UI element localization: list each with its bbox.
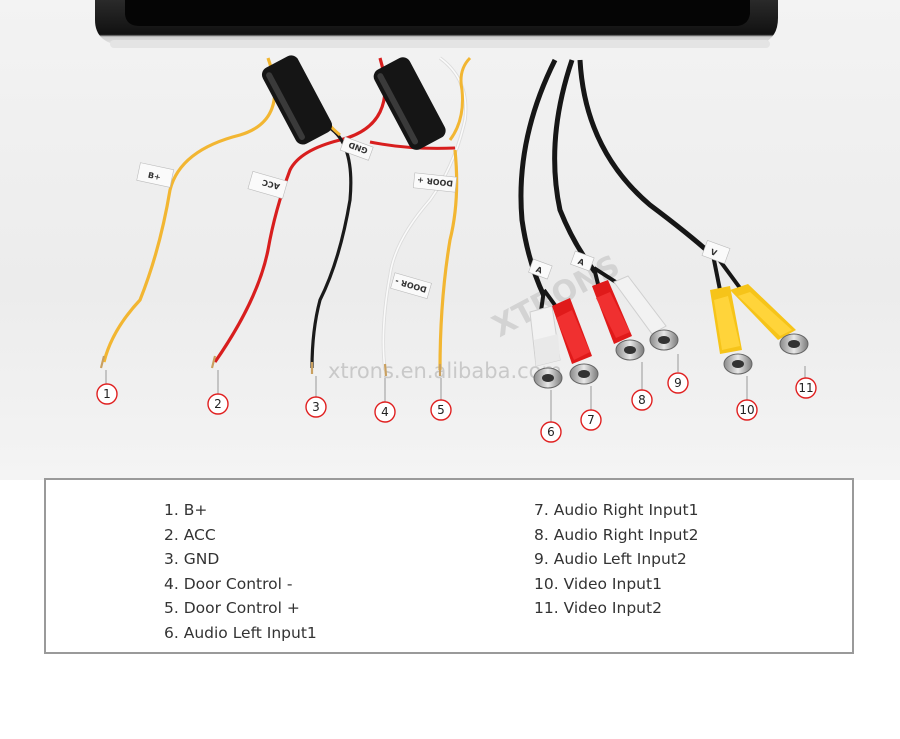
tag-door-minus: DOOR -: [390, 272, 432, 300]
callout-label-5: 5: [437, 403, 445, 417]
callout-3: [305, 396, 327, 418]
callout-label-10: 10: [739, 403, 754, 417]
legend-item: 10. Video Input1: [534, 574, 662, 593]
tag-gnd: GND: [339, 136, 374, 161]
svg-text:A: A: [577, 257, 587, 268]
legend-item: 11. Video Input2: [534, 599, 662, 617]
legend-item: 9. Audio Left Input2: [534, 550, 687, 568]
video-cable: [577, 59, 714, 257]
wire-gnd: [310, 126, 353, 369]
wire-tips: [99, 355, 442, 377]
legend-item: 7. Audio Right Input1: [534, 501, 699, 519]
rca-plug-audio-left-2: [613, 275, 679, 351]
fuse-holder-2: [373, 57, 446, 150]
svg-text:A: A: [535, 265, 545, 276]
wire-b-plus: [102, 57, 277, 363]
callout-label-6: 6: [547, 425, 555, 439]
callouts: [105, 354, 806, 422]
legend-item: 4. Door Control -: [164, 574, 293, 593]
tag-door-plus: DOOR +: [412, 172, 457, 193]
callout-4: [374, 401, 396, 423]
callout-label-3: 3: [312, 400, 320, 414]
rca-plug-video-2: [730, 284, 809, 355]
callout-1: [96, 383, 118, 405]
legend-item: 3. GND: [164, 550, 220, 568]
callout-label-4: 4: [381, 405, 389, 419]
callout-label-8: 8: [638, 393, 646, 407]
rca-plug-audio-right-2: [592, 280, 645, 361]
watermark-url: xtrons.en.alibaba.com: [328, 359, 562, 383]
device-body: [95, 0, 778, 48]
callout-10: [736, 399, 758, 421]
audio-cable-2: [552, 59, 597, 274]
wire-door-plus: [448, 56, 472, 141]
svg-text:DOOR +: DOOR +: [417, 175, 454, 188]
rca-plug-video-1: [710, 286, 753, 375]
svg-text:V: V: [709, 247, 719, 258]
rca-plug-audio-right-1: [552, 298, 599, 385]
wiring-photo: XTRONS xtrons.en.alibaba.com B+ ACC: [0, 0, 900, 480]
callout-label-7: 7: [587, 413, 595, 427]
wiring-diagram: XTRONS xtrons.en.alibaba.com B+ ACC: [95, 0, 817, 443]
callout-7: [580, 409, 602, 431]
callout-8: [631, 389, 653, 411]
fuse-holder-1: [261, 55, 333, 145]
callout-6: [540, 421, 562, 443]
legend-item: 5. Door Control +: [164, 599, 300, 617]
legend-item: 6. Audio Left Input1: [164, 623, 317, 642]
tag-acc: ACC: [247, 170, 288, 199]
callout-label-1: 1: [103, 387, 111, 401]
legend-item: 2. ACC: [164, 525, 216, 544]
rca-plug-audio-left-1: [529, 305, 563, 389]
callout-5: [430, 399, 452, 421]
callout-label-9: 9: [674, 376, 682, 390]
tag-b-plus: B+: [136, 162, 175, 188]
legend-right-column: 7. Audio Right Input1 8. Audio Right Inp…: [534, 498, 698, 621]
wire-acc: [213, 57, 387, 363]
tag-audio-1: A: [528, 258, 553, 280]
callout-label-11: 11: [798, 381, 813, 395]
legend-box: 1. B+ 2. ACC 3. GND 4. Door Control - 5.…: [44, 478, 854, 654]
brand-watermark: XTRONS xtrons.en.alibaba.com: [328, 249, 626, 383]
legend-item: 8. Audio Right Input2: [534, 525, 699, 544]
callout-2: [207, 393, 229, 415]
callout-11: [795, 377, 817, 399]
tag-video: V: [701, 239, 731, 265]
legend-left-column: 1. B+ 2. ACC 3. GND 4. Door Control - 5.…: [164, 498, 317, 645]
callout-9: [667, 372, 689, 394]
callout-label-2: 2: [214, 397, 222, 411]
legend-item: 1. B+: [164, 501, 208, 519]
tag-audio-2: A: [570, 250, 595, 272]
svg-text:B+: B+: [147, 171, 161, 182]
